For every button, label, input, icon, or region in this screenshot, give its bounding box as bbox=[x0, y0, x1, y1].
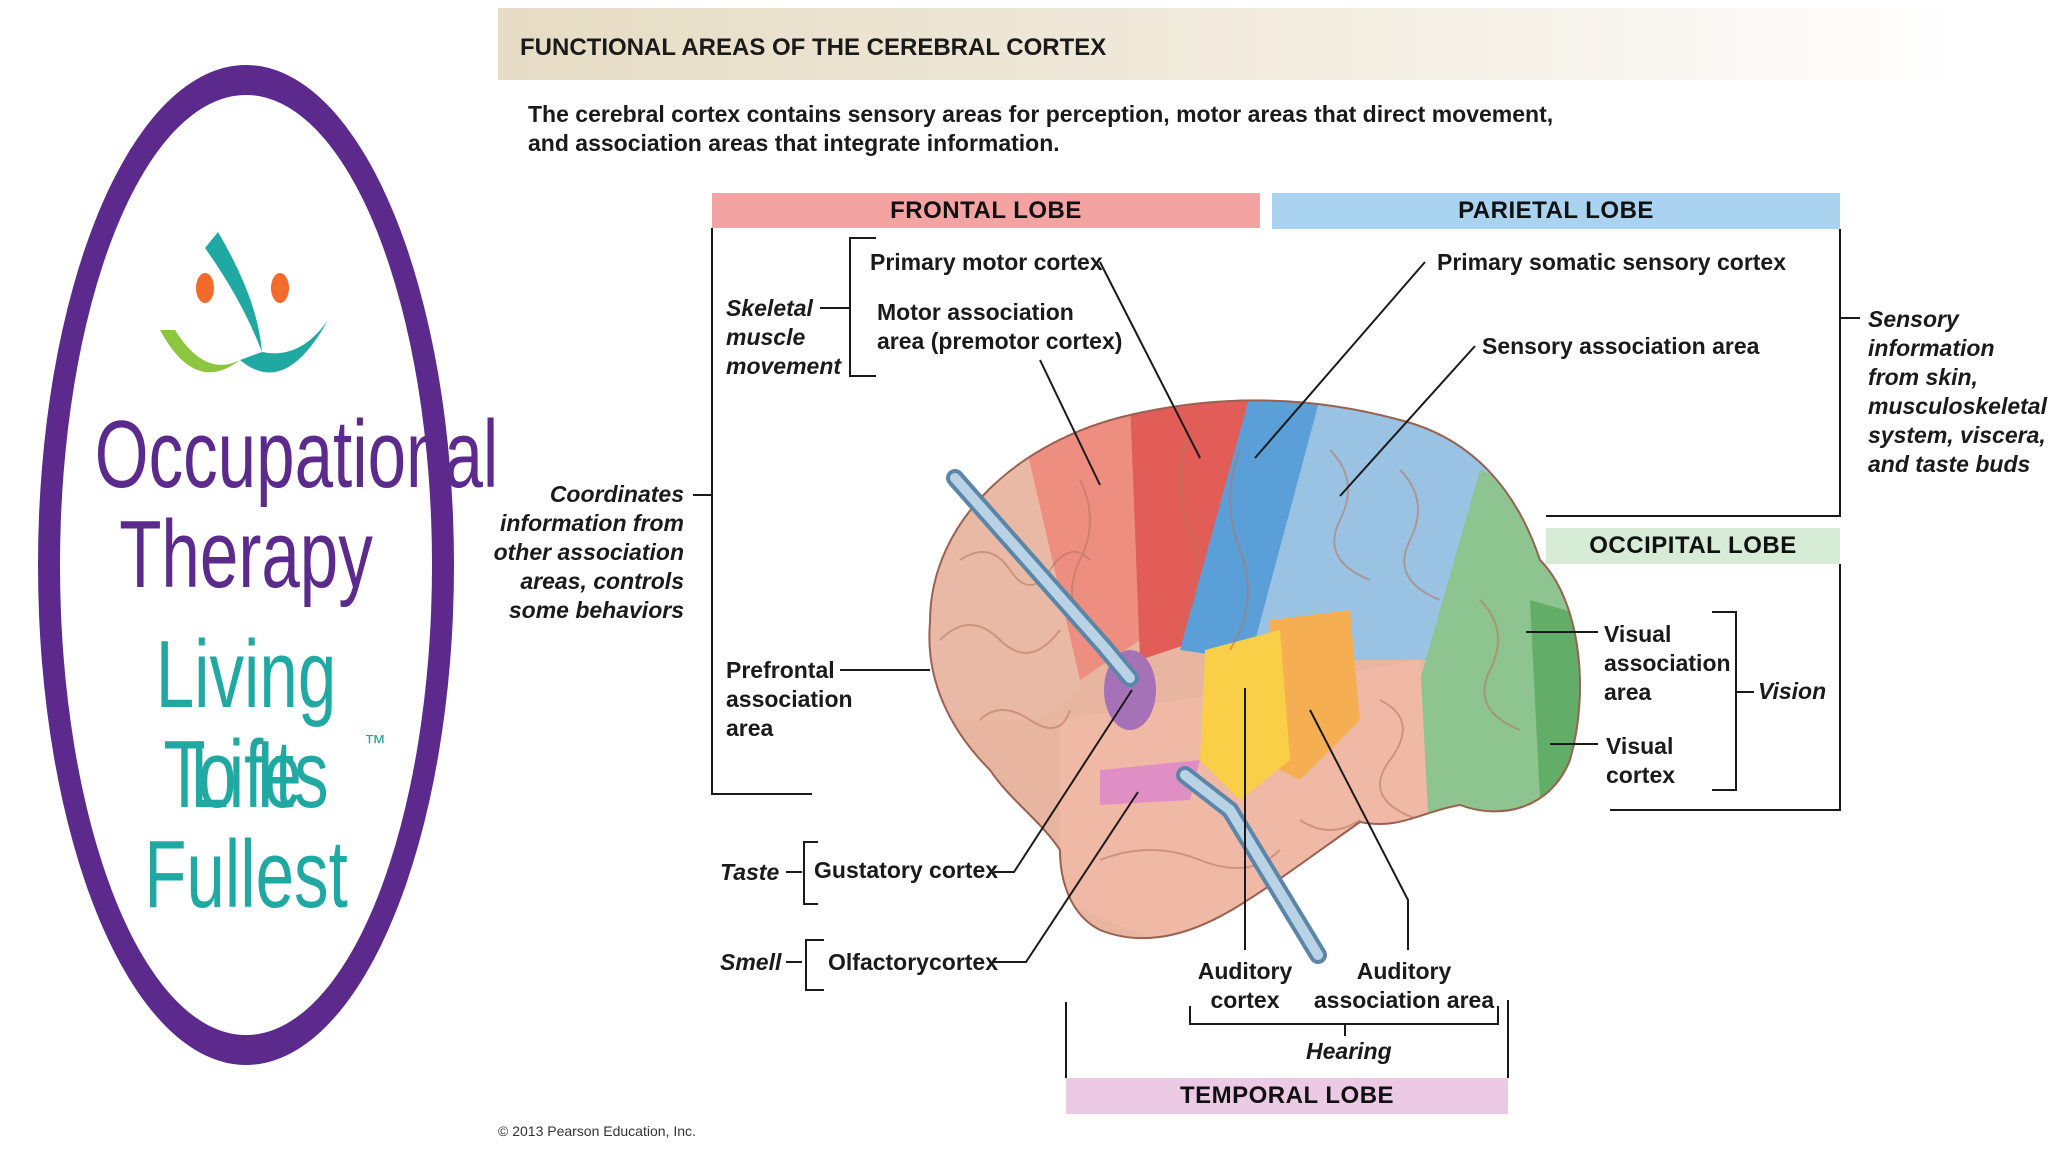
logo-ring bbox=[38, 65, 454, 1065]
title-bar bbox=[498, 8, 1958, 80]
page-description: The cerebral cortex contains sensory are… bbox=[528, 101, 1554, 156]
label-olfactory-cortex: Olfactorycortex bbox=[828, 949, 999, 975]
label-primary-somatic-sensory-cortex: Primary somatic sensory cortex bbox=[1437, 249, 1787, 275]
frontal-lobe-bar: FRONTAL LOBE bbox=[712, 193, 1260, 228]
occipital-lobe-bar: OCCIPITAL LOBE bbox=[1546, 528, 1840, 564]
label-auditory-cortex: Auditory cortex bbox=[1197, 958, 1293, 1013]
logo-line-living-life: Living Life bbox=[155, 621, 337, 828]
logo-trademark: ™ bbox=[364, 730, 386, 755]
page-title: FUNCTIONAL AREAS OF THE CEREBRAL CORTEX bbox=[520, 34, 1107, 61]
label-prefrontal-association-area: Prefrontal association area bbox=[726, 657, 853, 741]
logo-line-fullest: To Its Fullest bbox=[144, 721, 348, 928]
label-visual-association-area: Visual association area bbox=[1604, 621, 1731, 705]
function-skeletal-muscle-movement: Skeletal muscle movement bbox=[726, 295, 842, 379]
label-sensory-association-area: Sensory association area bbox=[1482, 333, 1760, 359]
copyright-note: © 2013 Pearson Education, Inc. bbox=[498, 1123, 696, 1139]
function-hearing: Hearing bbox=[1306, 1038, 1392, 1064]
logo-line-therapy: Therapy bbox=[119, 501, 373, 608]
parietal-lobe-bar: PARIETAL LOBE bbox=[1272, 193, 1840, 229]
temporal-lobe-bar: TEMPORAL LOBE bbox=[1066, 1078, 1508, 1114]
label-motor-association-area: Motor association area (premotor cortex) bbox=[877, 299, 1123, 354]
label-gustatory-cortex: Gustatory cortex bbox=[814, 857, 999, 883]
people-emblem-icon bbox=[160, 232, 328, 373]
label-auditory-association-area: Auditory association area bbox=[1313, 958, 1495, 1013]
function-vision: Vision bbox=[1758, 678, 1827, 704]
label-visual-cortex: Visual cortex bbox=[1606, 733, 1676, 788]
function-coordinates-information: Coordinates information from other assoc… bbox=[493, 481, 684, 623]
function-smell: Smell bbox=[720, 949, 782, 975]
function-taste: Taste bbox=[720, 859, 780, 885]
pointer-sticks bbox=[946, 469, 1327, 964]
label-primary-motor-cortex: Primary motor cortex bbox=[870, 249, 1103, 275]
function-sensory-information: Sensory information from skin, musculosk… bbox=[1868, 306, 2047, 477]
